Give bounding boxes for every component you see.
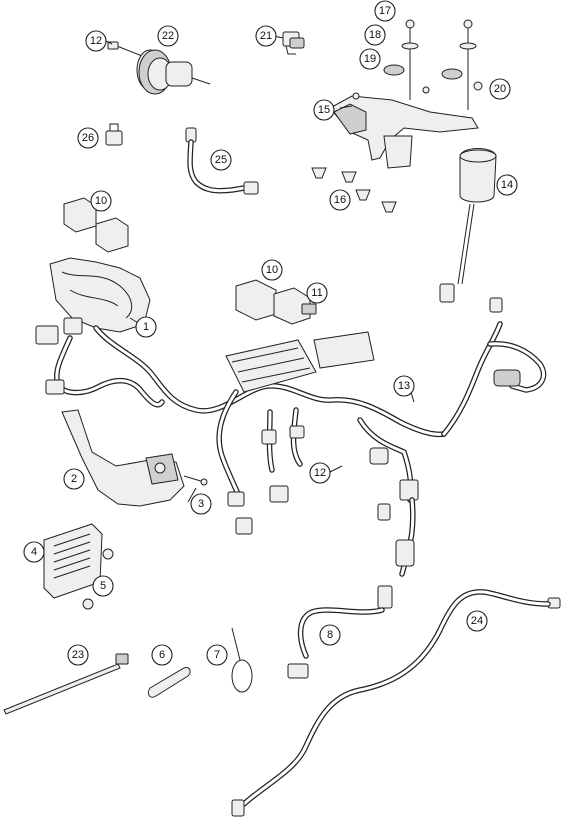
callout-14: 14 — [496, 174, 518, 196]
callout-12-top: 12 — [85, 30, 107, 52]
svg-text:11: 11 — [311, 287, 322, 299]
svg-text:25: 25 — [215, 154, 227, 166]
mounting-bracket-part — [329, 19, 483, 169]
callout-17: 17 — [374, 0, 396, 22]
clip-6-part — [147, 667, 191, 698]
svg-text:15: 15 — [318, 104, 330, 116]
callout-26: 26 — [77, 127, 99, 149]
svg-text:13: 13 — [398, 380, 410, 392]
callout-13: 13 — [393, 375, 415, 397]
sensor-14-part — [439, 148, 497, 303]
svg-text:10: 10 — [266, 264, 278, 276]
wiring-harness-24-part — [231, 589, 561, 817]
svg-text:17: 17 — [379, 5, 391, 17]
svg-text:19: 19 — [364, 53, 376, 65]
callout-24: 24 — [466, 610, 488, 632]
callout-25: 25 — [210, 149, 232, 171]
callout-11: 11 — [306, 282, 328, 304]
callout-18: 18 — [364, 24, 386, 46]
svg-text:14: 14 — [501, 179, 513, 191]
connector-21-part — [282, 31, 305, 55]
callout-20: 20 — [489, 78, 511, 100]
svg-text:4: 4 — [31, 546, 37, 558]
svg-text:6: 6 — [159, 649, 165, 661]
svg-text:21: 21 — [260, 30, 272, 42]
svg-text:18: 18 — [369, 29, 381, 41]
horn-part — [107, 41, 211, 95]
callout-1: 1 — [135, 316, 157, 338]
callout-22: 22 — [157, 25, 179, 47]
bracket-2-part — [61, 409, 208, 507]
svg-text:26: 26 — [82, 132, 94, 144]
svg-text:12: 12 — [90, 35, 102, 47]
svg-text:7: 7 — [214, 649, 220, 661]
callout-2: 2 — [63, 468, 85, 490]
callout-8: 8 — [319, 624, 341, 646]
svg-text:12: 12 — [314, 467, 326, 479]
relays-10-left-part — [63, 197, 129, 253]
relays-10-right-part — [235, 279, 317, 325]
svg-text:5: 5 — [100, 580, 106, 592]
callout-19: 19 — [359, 48, 381, 70]
callout-7: 7 — [206, 644, 228, 666]
callout-15: 15 — [313, 99, 335, 121]
main-wiring-harness — [35, 257, 547, 577]
svg-text:8: 8 — [327, 629, 333, 641]
svg-text:20: 20 — [494, 83, 506, 95]
svg-text:3: 3 — [198, 498, 204, 510]
wiring-harness-8-part — [287, 585, 393, 679]
callout-4: 4 — [23, 541, 45, 563]
callout-10-right: 10 — [261, 259, 283, 281]
svg-text:24: 24 — [471, 615, 483, 627]
svg-text:10: 10 — [95, 195, 107, 207]
callout-5: 5 — [92, 575, 114, 597]
callout-3: 3 — [190, 493, 212, 515]
callout-6: 6 — [151, 644, 173, 666]
callout-16: 16 — [329, 189, 351, 211]
callout-10-left: 10 — [90, 190, 112, 212]
svg-text:23: 23 — [72, 649, 84, 661]
svg-text:2: 2 — [71, 473, 77, 485]
callout-23: 23 — [67, 644, 89, 666]
svg-text:1: 1 — [143, 321, 149, 333]
rubber-buffers-part — [311, 167, 397, 213]
connector-26-part — [105, 123, 123, 146]
svg-text:16: 16 — [334, 194, 346, 206]
adapter-cable-25-part — [185, 127, 259, 195]
callout-12-bottom: 12 — [309, 462, 331, 484]
cable-tie-23-part — [3, 653, 129, 715]
cable-tie-7-part — [231, 627, 253, 693]
callout-21: 21 — [255, 25, 277, 47]
svg-text:22: 22 — [162, 30, 174, 42]
